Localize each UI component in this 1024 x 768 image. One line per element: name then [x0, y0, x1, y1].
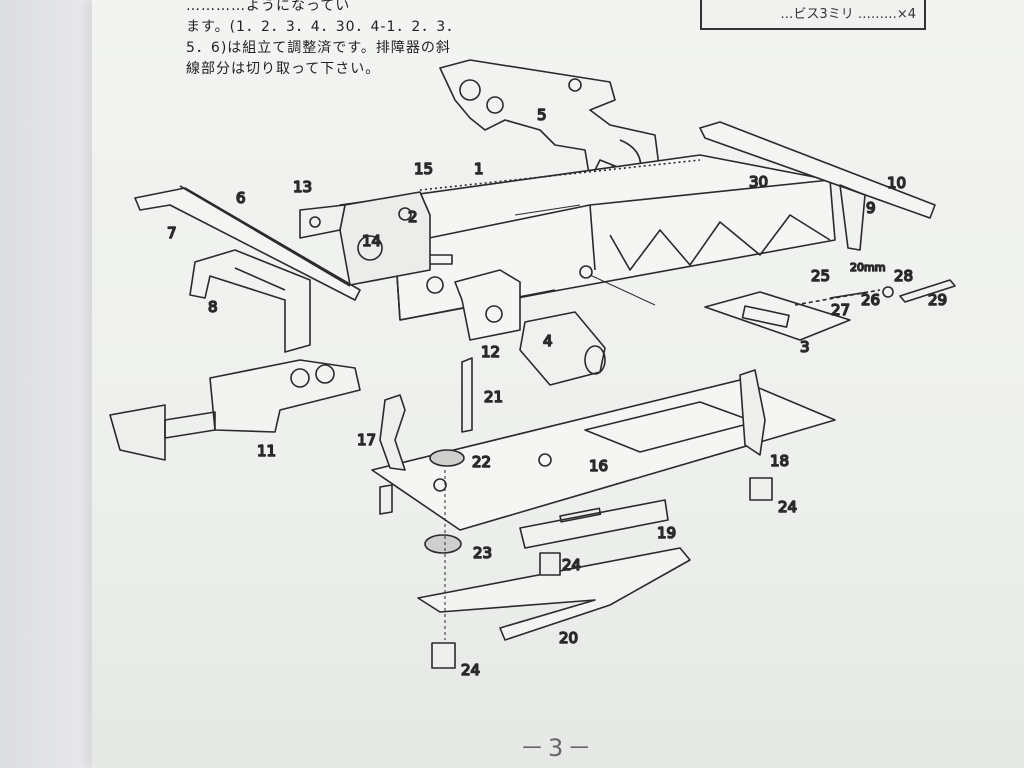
- label-part-25: 25: [811, 267, 830, 285]
- intro-text: …………ようになってい ます。(1．2．3．4．30．4-1．2．3． 5．6)…: [186, 0, 516, 80]
- label-part-24-b: 24: [562, 556, 581, 574]
- label-part-10: 10: [887, 174, 906, 192]
- label-part-2: 2: [408, 208, 418, 226]
- intro-line-4: 線部分は切り取って下さい。: [186, 61, 381, 77]
- label-part-26: 26: [861, 291, 880, 309]
- label-part-13: 13: [293, 178, 312, 196]
- part-2-block: [299, 191, 431, 286]
- label-part-14: 14: [362, 232, 381, 250]
- label-part-7: 7: [167, 224, 177, 242]
- intro-line-3: 5．6)は組立て調整済です。排障器の斜: [186, 40, 451, 56]
- label-part-18: 18: [770, 452, 789, 470]
- label-part-16: 16: [589, 457, 608, 475]
- label-part-22: 22: [472, 453, 491, 471]
- part-8-truck-frame: [189, 249, 311, 353]
- label-part-24-c: 24: [461, 661, 480, 679]
- part-1-main-frame: [339, 154, 836, 321]
- label-part-19: 19: [657, 524, 676, 542]
- intro-line-2: ます。(1．2．3．4．30．4-1．2．3．: [186, 19, 462, 35]
- part-9-10-rails: [699, 121, 936, 251]
- label-part-24-a: 24: [778, 498, 797, 516]
- parts-note-box: …ビス3ミリ ………×4: [700, 0, 926, 30]
- part-5-bracket: [439, 59, 663, 196]
- part-11-coupler: [109, 359, 361, 461]
- part-19-20-strips: [417, 499, 691, 641]
- label-part-6: 6: [236, 189, 246, 207]
- intro-line-1: …………ようになってい: [186, 0, 351, 14]
- label-part-3: 3: [800, 338, 810, 356]
- label-part-21: 21: [484, 388, 503, 406]
- label-part-27: 27: [831, 301, 850, 319]
- part-17-18-hooks: [379, 369, 766, 471]
- part-4-motor: [519, 311, 606, 386]
- page-edge: [0, 0, 92, 768]
- label-part-23: 23: [473, 544, 492, 562]
- label-part-8: 8: [208, 298, 218, 316]
- label-part-12: 12: [481, 343, 500, 361]
- parts-25-29-pins: [794, 279, 956, 306]
- label-part-11: 11: [257, 442, 276, 460]
- label-dimension: 20mm: [850, 261, 885, 274]
- page-number: －3－: [520, 734, 596, 762]
- label-part-29: 29: [928, 291, 947, 309]
- parts-fasteners: [379, 357, 773, 669]
- label-part-4: 4: [543, 332, 553, 350]
- label-part-30: 30: [749, 173, 768, 191]
- part-3-plate: [704, 291, 851, 341]
- label-part-17: 17: [357, 431, 376, 449]
- label-part-5: 5: [537, 106, 547, 124]
- part-6-7-rails: [134, 185, 361, 301]
- label-part-15: 15: [414, 160, 433, 178]
- label-part-9: 9: [866, 199, 876, 217]
- part-12-bracket: [454, 269, 521, 341]
- label-part-1: 1: [474, 160, 484, 178]
- label-part-28: 28: [894, 267, 913, 285]
- label-part-20: 20: [559, 629, 578, 647]
- note-line: …ビス3ミリ ………×4: [780, 7, 916, 22]
